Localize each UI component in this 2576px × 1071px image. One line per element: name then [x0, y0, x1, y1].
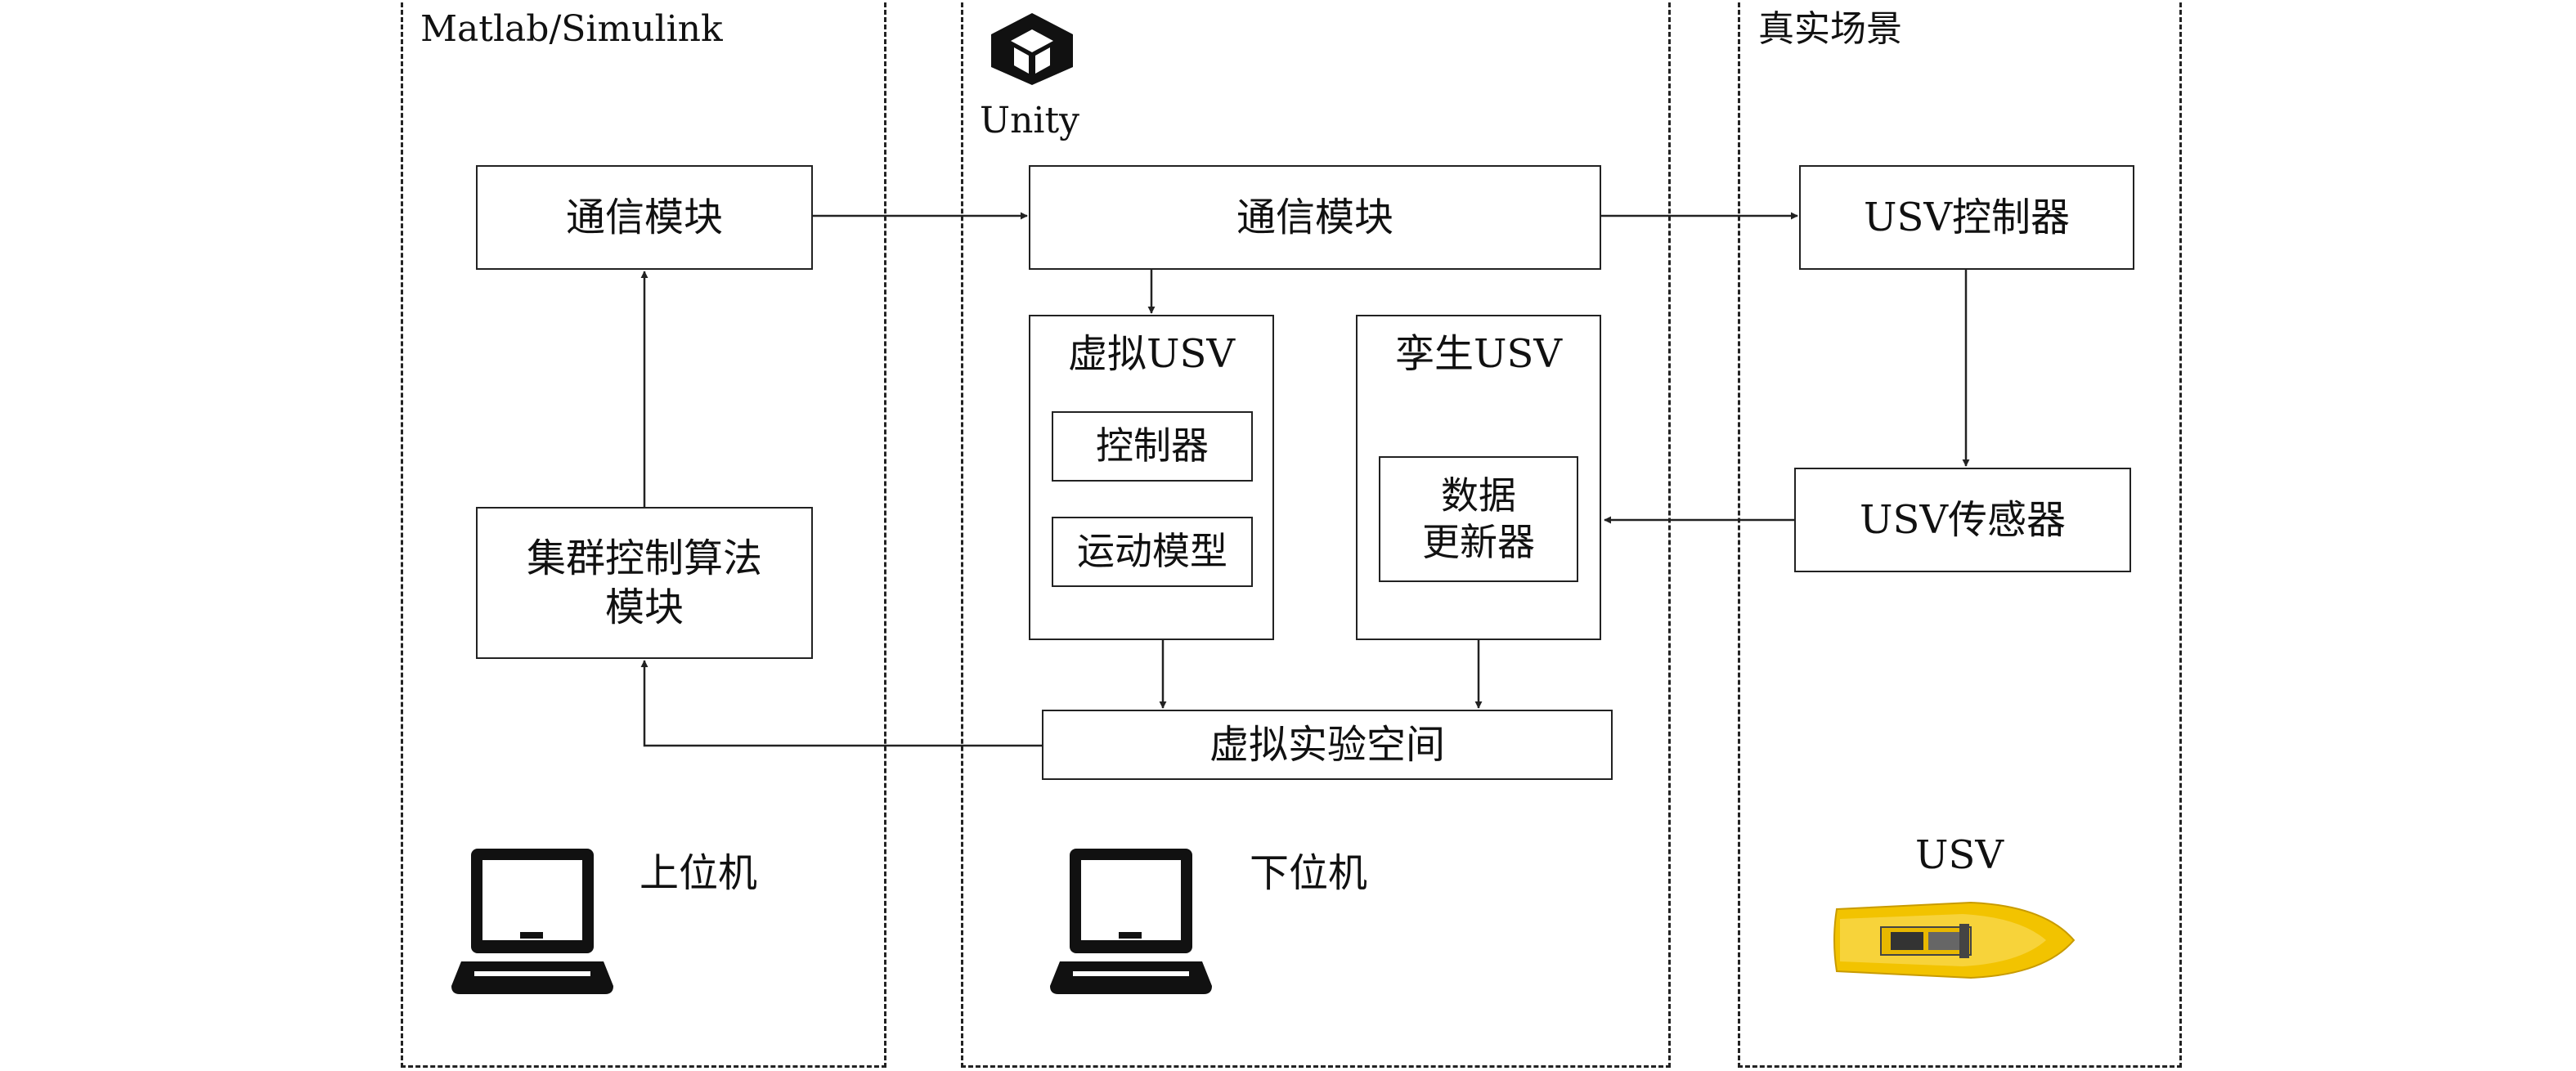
virtual-experiment-space-label: 虚拟实验空间: [1209, 722, 1445, 768]
twin-usv-title: 孪生USV: [1394, 331, 1562, 377]
virtual-usv-title: 虚拟USV: [1067, 331, 1235, 377]
swarm-label-line1: 集群控制算法: [526, 536, 762, 581]
usv-sensor-label: USV传感器: [1859, 497, 2066, 543]
arrow-space-to-swarm: [640, 660, 1042, 747]
comm-module-middle: 通信模块: [1029, 165, 1601, 270]
comm-module-middle-label: 通信模块: [1236, 195, 1393, 240]
swarm-control-algorithm-module: 集群控制算法 模块: [476, 507, 813, 659]
virtual-experiment-space: 虚拟实验空间: [1042, 710, 1613, 780]
region-unity: [961, 0, 1671, 1068]
region-title-matlab: Matlab/Simulink: [420, 8, 723, 50]
data-updater-line1: 数据: [1441, 473, 1516, 518]
region-title-real-scene: 真实场景: [1758, 8, 1902, 50]
swarm-label-line2: 模块: [604, 585, 684, 630]
virtual-usv-motion-model-label: 运动模型: [1077, 529, 1227, 574]
laptop-icon: [451, 849, 613, 994]
usv-controller: USV控制器: [1799, 165, 2134, 270]
region-real-scene: [1738, 0, 2182, 1068]
data-updater-line2: 更新器: [1422, 520, 1535, 564]
usv-controller-label: USV控制器: [1863, 195, 2070, 240]
comm-module-left-label: 通信模块: [565, 195, 723, 240]
usv-label: USV: [1915, 832, 2004, 878]
comm-module-left: 通信模块: [476, 165, 813, 270]
laptop-icon: [1050, 849, 1212, 994]
usv-boat-icon: [1833, 901, 2076, 979]
usv-sensor: USV传感器: [1794, 468, 2131, 572]
virtual-usv-motion-model: 运动模型: [1052, 517, 1253, 587]
region-matlab-simulink: [401, 0, 886, 1068]
unity-logo-icon: [991, 13, 1073, 85]
host-lower-label: 下位机: [1250, 850, 1368, 896]
host-upper-label: 上位机: [640, 850, 758, 896]
virtual-usv-controller: 控制器: [1052, 411, 1253, 482]
virtual-usv-controller-label: 控制器: [1096, 423, 1209, 468]
data-updater: 数据 更新器: [1379, 456, 1578, 582]
region-title-unity: Unity: [980, 100, 1080, 141]
